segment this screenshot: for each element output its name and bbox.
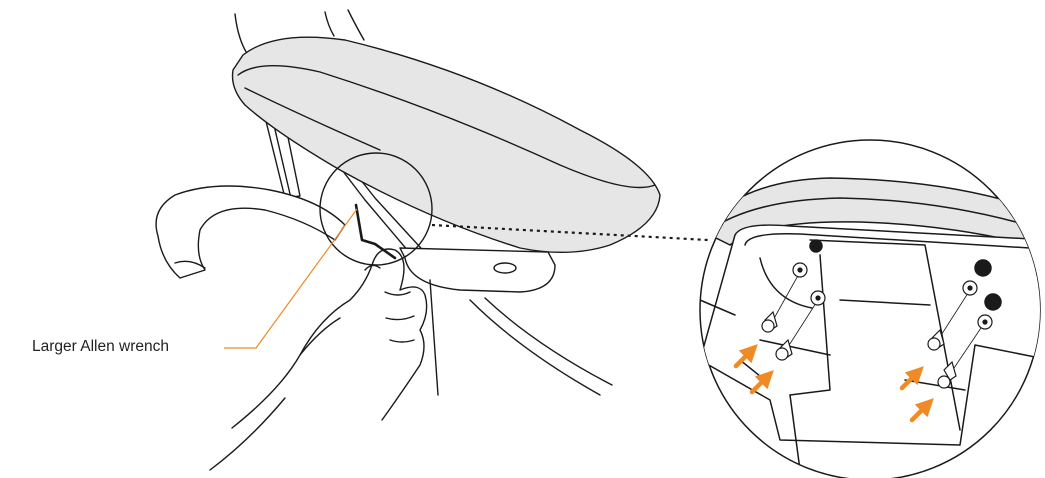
allen-wrench-callout-label: Larger Allen wrench — [32, 338, 169, 356]
mount-plate — [400, 248, 555, 292]
chair-illustration — [156, 10, 660, 470]
hand — [232, 249, 427, 428]
detail-view — [700, 140, 1045, 478]
